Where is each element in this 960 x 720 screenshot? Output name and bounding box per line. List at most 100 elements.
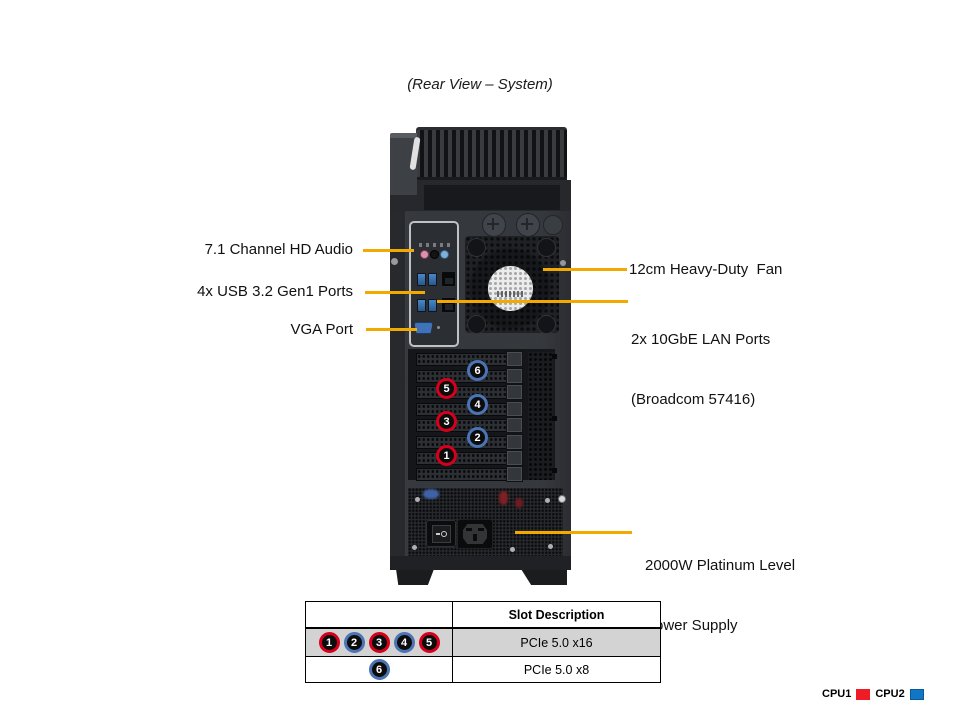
- thumbscrew-icon: [516, 213, 540, 237]
- callout-line-usb: [365, 291, 425, 294]
- slot-badge-6: 6: [368, 659, 390, 680]
- cpu2-color-swatch: [909, 688, 924, 700]
- ac-inlet-socket: [463, 524, 487, 544]
- label-fan: 12cm Heavy-Duty Fan: [629, 261, 783, 278]
- callout-line-vga: [366, 328, 417, 331]
- psu-screw: [510, 547, 515, 552]
- table-description-cell: PCIe 5.0 x8: [523, 662, 590, 677]
- slot-cover: [416, 403, 507, 416]
- psu-inner-red: [515, 498, 523, 508]
- psu-inner-red: [499, 491, 508, 505]
- fan-hub-sticker: [488, 266, 533, 311]
- vent-strip: [528, 352, 554, 480]
- label-psu-line2: Power Supply: [645, 617, 738, 634]
- thumbscrew-icon: [482, 213, 506, 237]
- slot-badge-6: 6: [467, 360, 488, 381]
- label-lan-line2: (Broadcom 57416): [631, 391, 756, 408]
- table-row: 1 2 3 4 5 PCIe 5.0 x16: [306, 629, 660, 657]
- audio-jack-pink: [420, 250, 429, 259]
- panel-screw: [552, 416, 557, 421]
- slot-latch: [507, 369, 522, 383]
- label-usb-ports: 4x USB 3.2 Gen1 Ports: [197, 283, 353, 300]
- chassis-left-edge: [390, 211, 405, 558]
- slot-latch: [507, 451, 522, 465]
- psu-screw: [412, 545, 417, 550]
- audio-jack-blue: [440, 250, 449, 259]
- panel-screw: [552, 354, 557, 359]
- slot-badge-4: 4: [393, 632, 415, 653]
- panel-screw: [560, 260, 566, 266]
- cpu1-color-swatch: [856, 688, 871, 700]
- chassis-upper-inset: [424, 185, 560, 210]
- audio-jack-icons: [419, 243, 451, 247]
- callout-line-lan: [437, 300, 628, 303]
- slot-cover: [416, 386, 507, 399]
- table-slots-cell: 6: [306, 657, 453, 682]
- slot-badge-4: 4: [467, 394, 488, 415]
- side-screw: [391, 258, 398, 265]
- callout-line-fan: [543, 268, 627, 271]
- slot-cover: [416, 370, 507, 383]
- power-rocker: [432, 525, 451, 543]
- label-vga-port: VGA Port: [290, 321, 353, 338]
- power-switch: [426, 520, 456, 547]
- slot-cover: [416, 468, 507, 481]
- callout-line-psu: [515, 531, 632, 534]
- psu-inner-blue: [423, 489, 439, 499]
- slot-badge-1: 1: [436, 445, 457, 466]
- slot-badge-1: 1: [318, 632, 340, 653]
- label-lan-line1: 2x 10GbE LAN Ports: [631, 331, 771, 348]
- fan-mount-hole: [537, 238, 556, 257]
- table-description-cell: PCIe 5.0 x16: [520, 635, 593, 650]
- vga-screw: [437, 326, 440, 329]
- chassis-foot: [396, 569, 434, 585]
- slot-cover: [416, 419, 507, 432]
- slot-cover: [416, 436, 507, 449]
- lan-port: [441, 271, 456, 287]
- psu-screw: [548, 544, 553, 549]
- psu-screw: [545, 498, 550, 503]
- slot-latch: [507, 385, 522, 399]
- usb-port: [428, 273, 437, 286]
- chassis-bottom-band: [390, 556, 571, 570]
- slot-latch: [507, 467, 522, 481]
- label-lan-ports: 2x 10GbE LAN Ports (Broadcom 57416): [631, 290, 770, 450]
- cpu-legend: CPU1 CPU2: [822, 688, 924, 700]
- cpu1-label: CPU1: [822, 688, 852, 700]
- top-fin-vent: [416, 127, 567, 181]
- fan-mount-hole: [537, 315, 556, 334]
- slot-badge-5: 5: [436, 378, 457, 399]
- slot-badge-3: 3: [368, 632, 390, 653]
- callout-line-audio: [363, 249, 414, 252]
- panel-screw: [552, 468, 557, 473]
- slot-badge-3: 3: [436, 411, 457, 432]
- slot-latch: [507, 352, 522, 366]
- fan-mount-hole: [467, 315, 486, 334]
- slot-cover: [416, 353, 507, 366]
- usb-port: [428, 299, 437, 312]
- ac-inlet: [457, 519, 493, 549]
- slot-badge-2: 2: [467, 427, 488, 448]
- slot-cover: [416, 452, 507, 465]
- chassis-foot: [521, 569, 567, 585]
- slot-badge-2: 2: [343, 632, 365, 653]
- usb-port: [417, 273, 426, 286]
- slot-description-table: Slot Description 1 2 3 4 5 PCIe 5.0 x16 …: [305, 601, 661, 683]
- cpu2-label: CPU2: [875, 688, 905, 700]
- slot-badge-5: 5: [418, 632, 440, 653]
- psu-screw: [415, 497, 420, 502]
- label-psu-line1: 2000W Platinum Level: [645, 557, 796, 574]
- audio-jack-black: [430, 250, 439, 259]
- label-hd-audio: 7.1 Channel HD Audio: [204, 241, 353, 258]
- knockout-circle: [543, 215, 563, 235]
- table-row: 6 PCIe 5.0 x8: [306, 657, 660, 682]
- table-slots-cell: 1 2 3 4 5: [306, 629, 453, 656]
- slot-latch: [507, 402, 522, 416]
- slot-latch: [507, 435, 522, 449]
- panel-screw: [558, 495, 566, 503]
- figure-title: (Rear View – System): [407, 76, 553, 93]
- label-power-supply: 2000W Platinum Level Power Supply: [645, 516, 795, 676]
- table-header-row: Slot Description: [306, 602, 660, 629]
- table-header-description-cell: Slot Description: [508, 607, 605, 622]
